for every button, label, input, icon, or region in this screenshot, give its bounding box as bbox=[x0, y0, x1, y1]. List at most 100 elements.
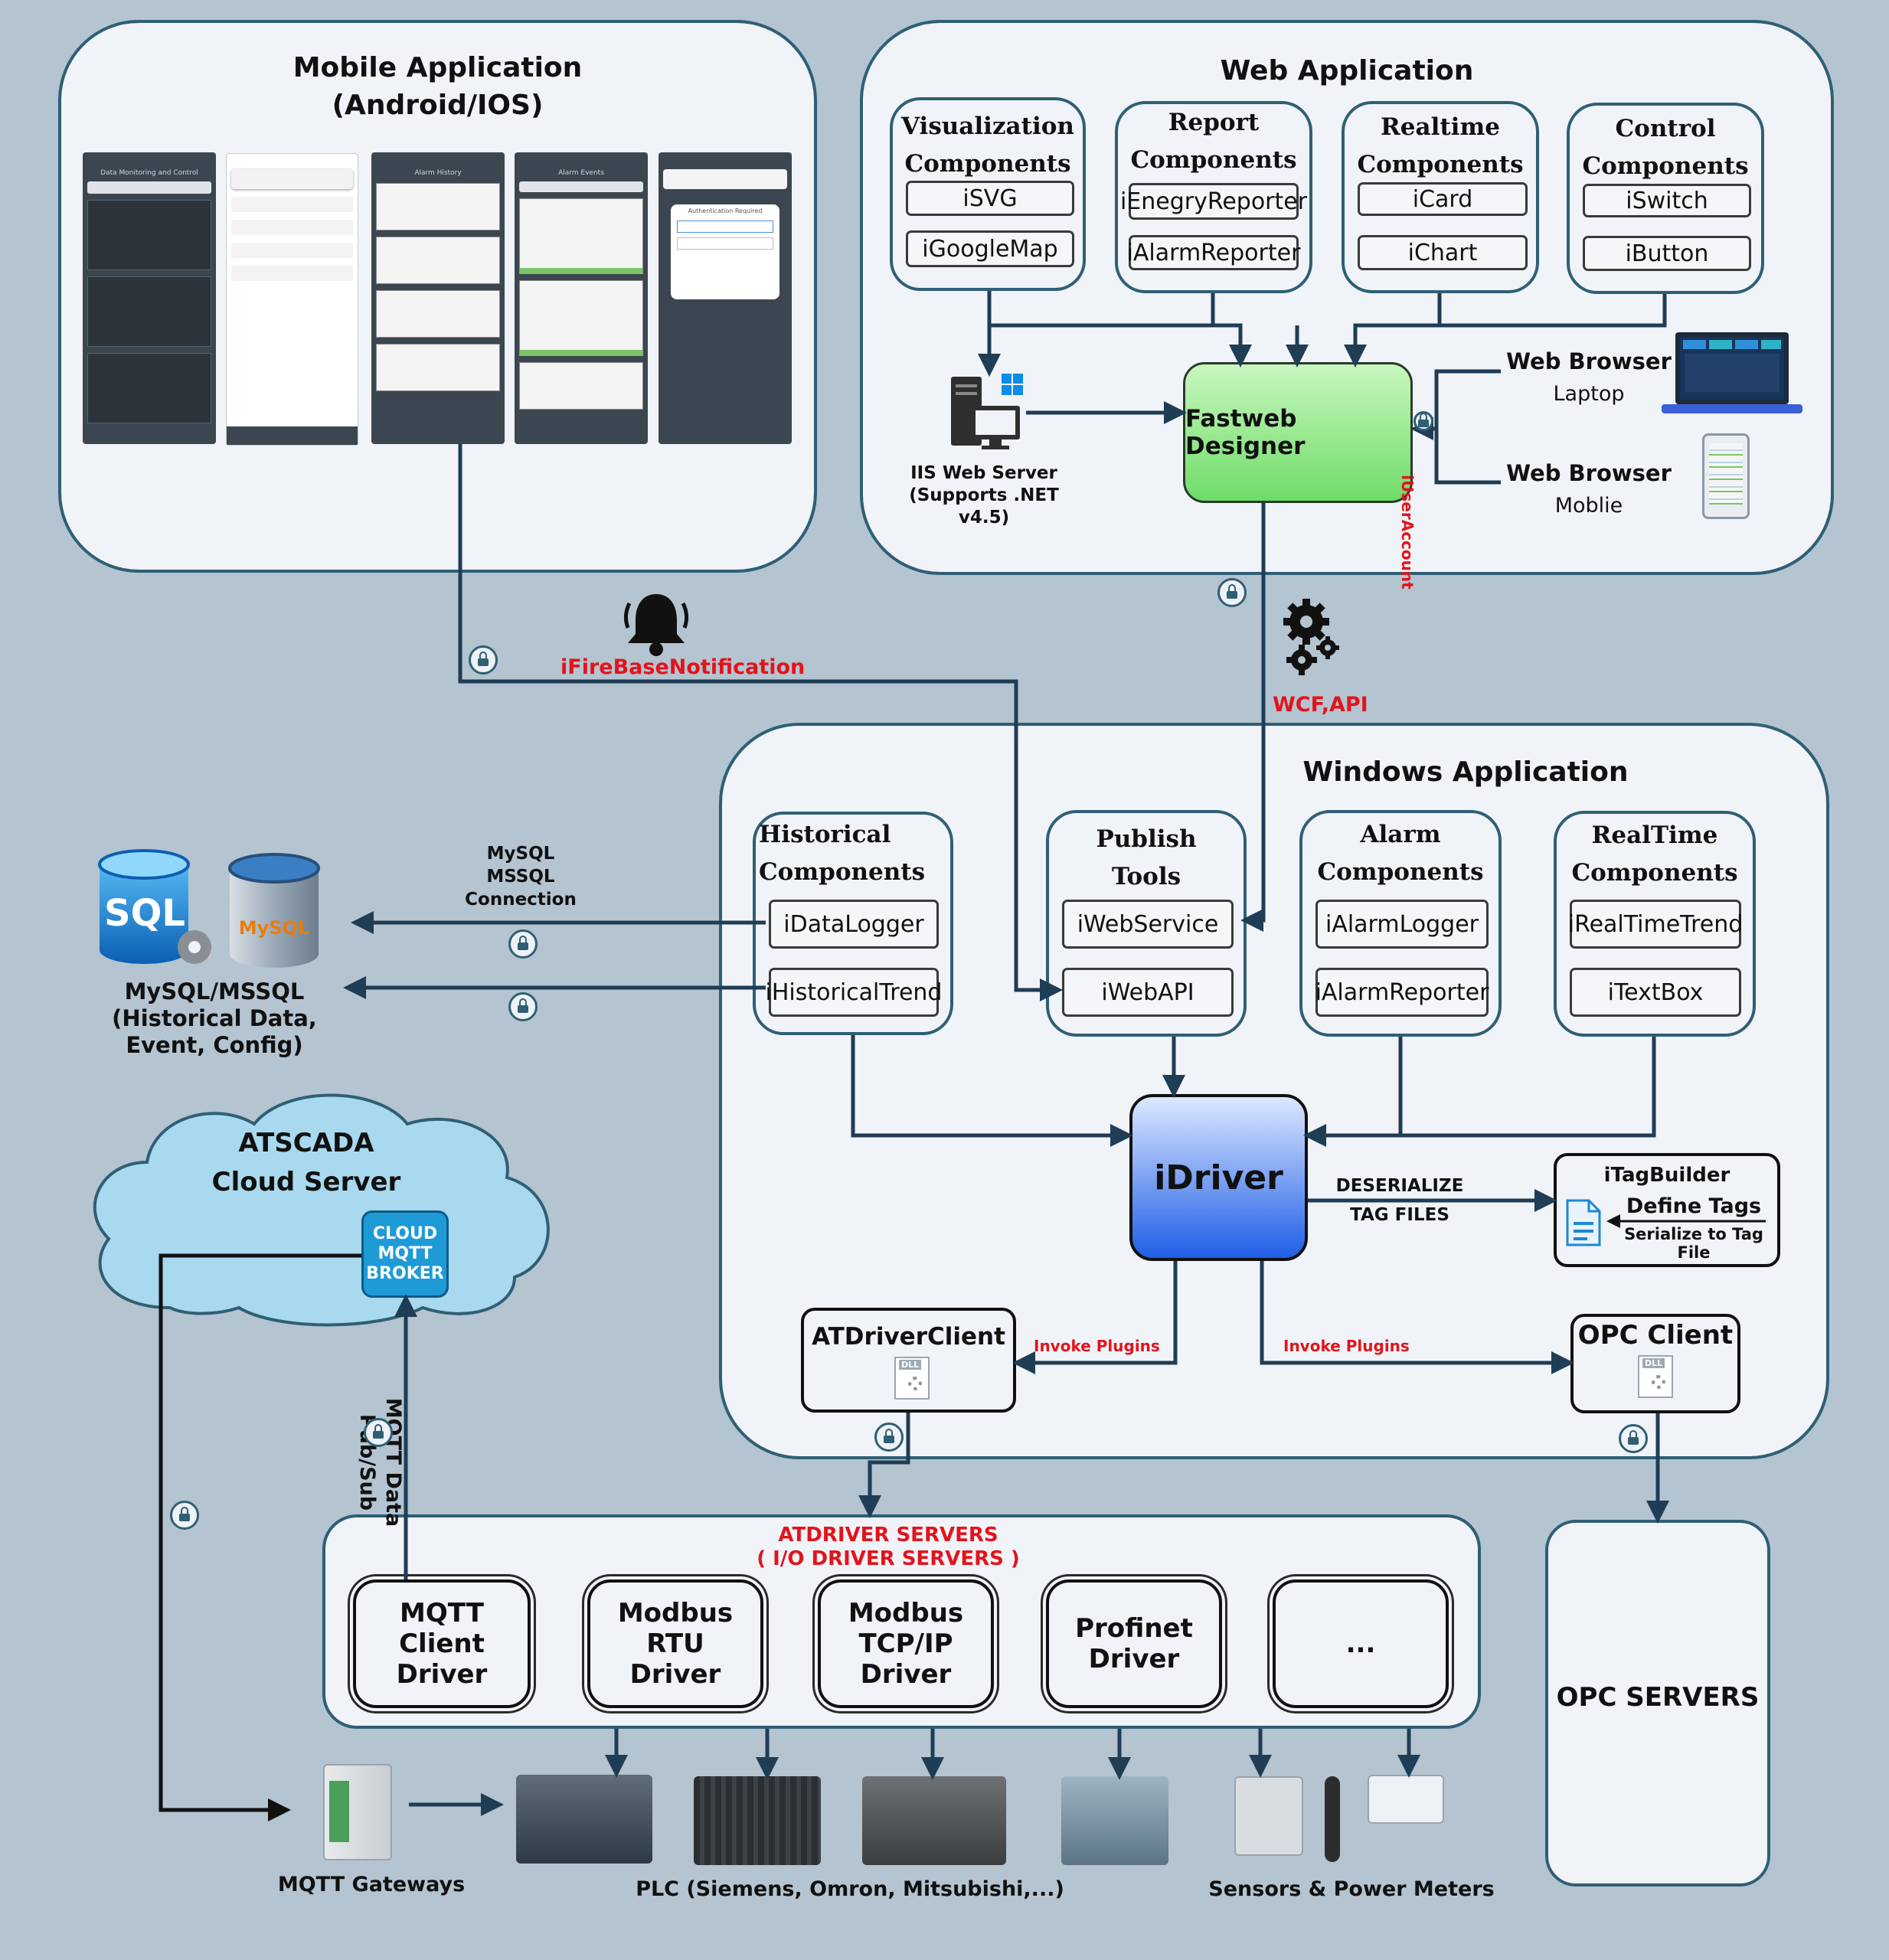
define-tags-label: Define Tags bbox=[1626, 1194, 1762, 1218]
opc-client-box[interactable]: OPC Client DLL bbox=[1570, 1314, 1740, 1413]
lock-icon bbox=[1413, 411, 1433, 431]
component-iwebapi[interactable]: iWebAPI bbox=[1062, 968, 1234, 1017]
phone-caption: Data Monitoring and Control bbox=[100, 169, 198, 177]
atdriverclient-box[interactable]: ATDriverClient DLL bbox=[801, 1308, 1016, 1413]
iis-server-icon bbox=[948, 372, 1028, 452]
atdriverclient-label: ATDriverClient bbox=[812, 1323, 1005, 1351]
firebase-notification-label: iFireBaseNotification bbox=[560, 655, 806, 679]
mysql-mssql-connection-label: MySQL MSSQL Connection bbox=[465, 844, 577, 910]
opc-servers-label: OPC SERVERS bbox=[1556, 1682, 1760, 1713]
tag-file-icon bbox=[1564, 1199, 1603, 1246]
lock-icon bbox=[469, 645, 498, 675]
component-icard[interactable]: iCard bbox=[1358, 182, 1528, 216]
plc-label: PLC (Siemens, Omron, Mitsubishi,...) bbox=[636, 1877, 1064, 1901]
dll-icon: DLL bbox=[1638, 1355, 1673, 1398]
mobile-application-title: Mobile Application (Android/IOS) bbox=[293, 52, 583, 121]
group-title: RealTime Components bbox=[1571, 822, 1738, 887]
plc-device-3 bbox=[862, 1776, 1006, 1865]
web-group-control: Control Components iSwitch iButton bbox=[1567, 103, 1764, 294]
laptop-icon bbox=[1662, 331, 1802, 416]
group-title: Alarm Components bbox=[1317, 821, 1484, 886]
plc-device-1 bbox=[516, 1775, 652, 1864]
component-isvg[interactable]: iSVG bbox=[906, 181, 1074, 216]
itagbuilder-box[interactable]: iTagBuilder Define Tags Serialize to Tag… bbox=[1554, 1153, 1780, 1267]
group-title: Visualization Components bbox=[901, 113, 1074, 178]
phone-caption: Alarm History bbox=[414, 169, 462, 177]
component-ienegryreporter[interactable]: iEnegryReporter bbox=[1120, 183, 1307, 220]
opc-servers-panel: OPC SERVERS bbox=[1545, 1520, 1770, 1886]
lock-icon bbox=[1619, 1424, 1648, 1453]
plc-device-2 bbox=[694, 1776, 821, 1865]
lock-icon bbox=[364, 1418, 393, 1447]
component-ialarmreporter-web[interactable]: iAlarmReporter bbox=[1127, 235, 1300, 270]
web-browser-laptop-sub: Laptop bbox=[1553, 382, 1625, 406]
mqtt-gateway-device bbox=[323, 1764, 392, 1860]
driver-modbus-rtu[interactable]: Modbus RTU Driver bbox=[587, 1579, 763, 1708]
component-ialarmlogger[interactable]: iAlarmLogger bbox=[1315, 900, 1489, 949]
component-ibutton[interactable]: iButton bbox=[1583, 236, 1751, 271]
windows-group-realtime: RealTime Components iRealTimeTrend iText… bbox=[1554, 811, 1756, 1037]
iis-web-server-label: IIS Web Server (Supports .NET v4.5) bbox=[909, 463, 1059, 528]
component-idatalogger[interactable]: iDataLogger bbox=[769, 900, 939, 949]
component-iwebservice[interactable]: iWebService bbox=[1062, 900, 1234, 949]
driver-modbus-tcp-ip[interactable]: Modbus TCP/IP Driver bbox=[818, 1579, 994, 1708]
group-title: Realtime Components bbox=[1357, 113, 1524, 178]
sql-database-icon: SQL bbox=[96, 849, 222, 970]
lock-icon bbox=[508, 929, 538, 959]
sensor-antenna bbox=[1325, 1776, 1340, 1862]
component-ihistoricaltrend[interactable]: iHistoricalTrend bbox=[766, 968, 942, 1017]
component-ialarmreporter-windows[interactable]: iAlarmReporter bbox=[1315, 968, 1489, 1017]
web-browser-mobile-sub: Moblie bbox=[1554, 494, 1623, 518]
driver-profinet[interactable]: Profinet Driver bbox=[1046, 1579, 1222, 1708]
fastweb-designer-label: Fastweb Designer bbox=[1185, 405, 1306, 460]
fastweb-designer[interactable]: Fastweb Designer bbox=[1183, 362, 1413, 503]
web-group-realtime: Realtime Components iCard iChart bbox=[1342, 101, 1539, 293]
web-application-title: Web Application bbox=[1220, 55, 1474, 87]
mqtt-gateways-label: MQTT Gateways bbox=[277, 1873, 466, 1896]
sql-logo-text: SQL bbox=[104, 892, 185, 935]
sensor-power-meter bbox=[1234, 1776, 1303, 1856]
invoke-plugins-left: Invoke Plugins bbox=[1034, 1337, 1160, 1355]
serialize-label: Serialize to Tag File bbox=[1624, 1225, 1763, 1262]
deserialize-label: DESERIALIZE TAG FILES bbox=[1335, 1176, 1464, 1225]
phone-caption: Alarm Events bbox=[558, 169, 604, 177]
wcf-api-label: WCF,API bbox=[1273, 693, 1368, 717]
mysql-database-icon: MySQL bbox=[227, 851, 322, 971]
sensors-label: Sensors & Power Meters bbox=[1208, 1877, 1495, 1901]
phone-screenshot-authentication: Authentication Required bbox=[659, 152, 792, 444]
lock-icon bbox=[508, 992, 538, 1021]
broker-label: CLOUD MQTT BROKER bbox=[366, 1224, 444, 1283]
lock-icon bbox=[874, 1423, 904, 1452]
windows-group-alarm: Alarm Components iAlarmLogger iAlarmRepo… bbox=[1299, 810, 1502, 1037]
lock-icon bbox=[170, 1501, 199, 1530]
dll-icon: DLL bbox=[894, 1357, 930, 1400]
phone-caption: Authentication Required bbox=[688, 207, 763, 214]
web-browser-mobile-title: Web Browser bbox=[1506, 460, 1672, 486]
component-itextbox[interactable]: iTextBox bbox=[1570, 968, 1741, 1017]
plc-device-4 bbox=[1061, 1776, 1168, 1865]
windows-group-historical: Historical Components iDataLogger iHisto… bbox=[753, 812, 953, 1035]
driver-mqtt-client[interactable]: MQTT Client Driver bbox=[353, 1579, 531, 1708]
component-igooglemap[interactable]: iGoogleMap bbox=[906, 230, 1074, 267]
cloud-server-title: ATSCADA Cloud Server bbox=[211, 1128, 401, 1197]
itagbuilder-title: iTagBuilder bbox=[1603, 1164, 1730, 1187]
idriver-label: iDriver bbox=[1154, 1158, 1283, 1197]
group-title: Publish Tools bbox=[1096, 825, 1197, 890]
component-ichart[interactable]: iChart bbox=[1358, 235, 1528, 270]
notification-bell-icon bbox=[620, 590, 692, 657]
idriver[interactable]: iDriver bbox=[1129, 1094, 1308, 1261]
mysql-logo-text: MySQL bbox=[238, 917, 310, 939]
windows-application-title: Windows Application bbox=[1302, 756, 1629, 788]
lock-icon bbox=[1217, 578, 1247, 607]
group-title: Historical Components bbox=[759, 821, 926, 886]
component-iswitch[interactable]: iSwitch bbox=[1583, 184, 1751, 217]
mobile-phone-icon bbox=[1702, 433, 1750, 519]
invoke-plugins-right: Invoke Plugins bbox=[1283, 1337, 1410, 1355]
phone-screenshot-settings bbox=[226, 153, 358, 446]
cloud-mqtt-broker[interactable]: CLOUD MQTT BROKER bbox=[361, 1210, 449, 1298]
component-irealtimetrend[interactable]: iRealTimeTrend bbox=[1568, 900, 1743, 949]
phone-screenshot-alarm-history: Alarm History bbox=[371, 152, 505, 444]
driver-more[interactable]: ... bbox=[1273, 1579, 1449, 1708]
group-title: Report Components bbox=[1130, 109, 1297, 174]
